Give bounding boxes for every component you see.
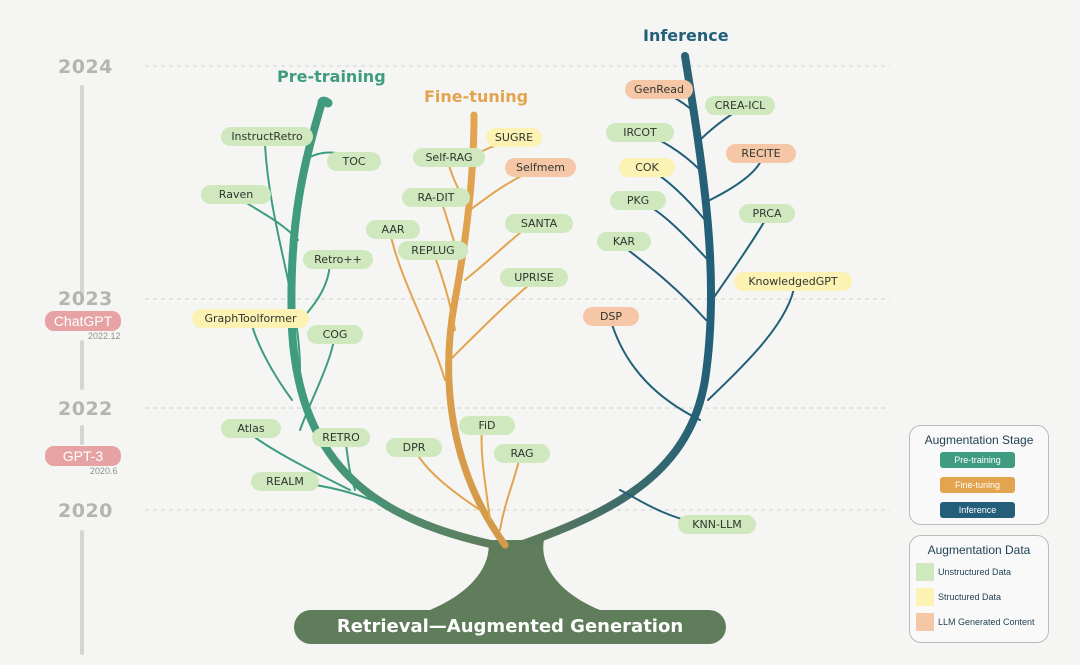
- node-aar: AAR: [366, 220, 420, 239]
- event-chatgpt-date: 2022.12: [88, 331, 121, 341]
- legend-data-title: Augmentation Data: [927, 543, 1031, 557]
- legend-swatch-llm-generated: [916, 613, 934, 631]
- legend-pill-finetuning: Fine-tuning: [940, 477, 1015, 493]
- node-realm: REALM: [251, 472, 319, 491]
- legend-text-llm-generated: LLM Generated Content: [938, 617, 1035, 627]
- title-finetuning: Fine-tuning: [424, 87, 529, 106]
- node-sugre: SUGRE: [486, 128, 542, 147]
- legend-swatch-structured: [916, 588, 934, 606]
- legend-pill-inference: Inference: [940, 502, 1015, 518]
- legend-swatch-unstructured: [916, 563, 934, 581]
- node-replug: REPLUG: [398, 241, 468, 260]
- node-retro-plusplus: Retro++: [303, 250, 373, 269]
- node-retro: RETRO: [312, 428, 370, 447]
- legend-stage-title: Augmentation Stage: [924, 433, 1034, 447]
- root-label: Retrieval—Augmented Generation: [336, 616, 684, 637]
- year-2024: 2024: [58, 56, 113, 78]
- node-ra-dit: RA-DIT: [402, 188, 470, 207]
- node-toc: TOC: [327, 152, 381, 171]
- node-crea-icl: CREA-ICL: [705, 96, 775, 115]
- node-genread: GenRead: [625, 80, 693, 99]
- legend-text-unstructured: Unstructured Data: [938, 567, 1012, 577]
- node-fid: FiD: [459, 416, 515, 435]
- finetuning-branches: [389, 111, 539, 549]
- year-2020: 2020: [58, 500, 113, 522]
- event-chatgpt: ChatGPT: [45, 311, 121, 331]
- node-atlas: Atlas: [221, 419, 281, 438]
- node-recite: RECITE: [726, 144, 796, 163]
- legend-data: Augmentation Data Unstructured Data Stru…: [909, 535, 1049, 643]
- node-ircot: IRCOT: [606, 123, 674, 142]
- node-kar: KAR: [597, 232, 651, 251]
- legend-text-structured: Structured Data: [938, 592, 1002, 602]
- node-cog: COG: [307, 325, 363, 344]
- node-uprise: UPRISE: [500, 268, 568, 287]
- legend-stage: Augmentation Stage Pre-training Fine-tun…: [909, 425, 1049, 525]
- title-inference: Inference: [643, 26, 729, 45]
- trunk: [430, 540, 600, 610]
- timeline-bar-low: [80, 425, 84, 445]
- node-knn-llm: KNN-LLM: [678, 515, 756, 534]
- node-knowledgedgpt: KnowledgedGPT: [734, 272, 852, 291]
- node-cok: COK: [619, 158, 675, 177]
- title-pretraining: Pre-training: [277, 67, 386, 86]
- node-pkg: PKG: [610, 191, 666, 210]
- timeline-bar-mid: [80, 340, 84, 390]
- node-santa: SANTA: [505, 214, 573, 233]
- event-gpt3-date: 2020.6: [90, 466, 118, 476]
- node-self-rag: Self-RAG: [413, 148, 485, 167]
- event-gpt3: GPT-3: [45, 446, 121, 466]
- node-graphtoolformer: GraphToolformer: [192, 309, 309, 328]
- legend-pill-pretraining: Pre-training: [940, 452, 1015, 468]
- node-selfmem: Selfmem: [505, 158, 576, 177]
- node-instructretro: InstructRetro: [221, 127, 313, 146]
- node-prca: PRCA: [739, 204, 795, 223]
- node-raven: Raven: [201, 185, 271, 204]
- year-2022: 2022: [58, 398, 113, 420]
- node-rag: RAG: [494, 444, 550, 463]
- timeline-bar-top: [80, 85, 84, 295]
- year-2023: 2023: [58, 288, 113, 310]
- node-dsp: DSP: [583, 307, 639, 326]
- timeline-bar-bottom: [80, 530, 84, 655]
- node-dpr: DPR: [386, 438, 442, 457]
